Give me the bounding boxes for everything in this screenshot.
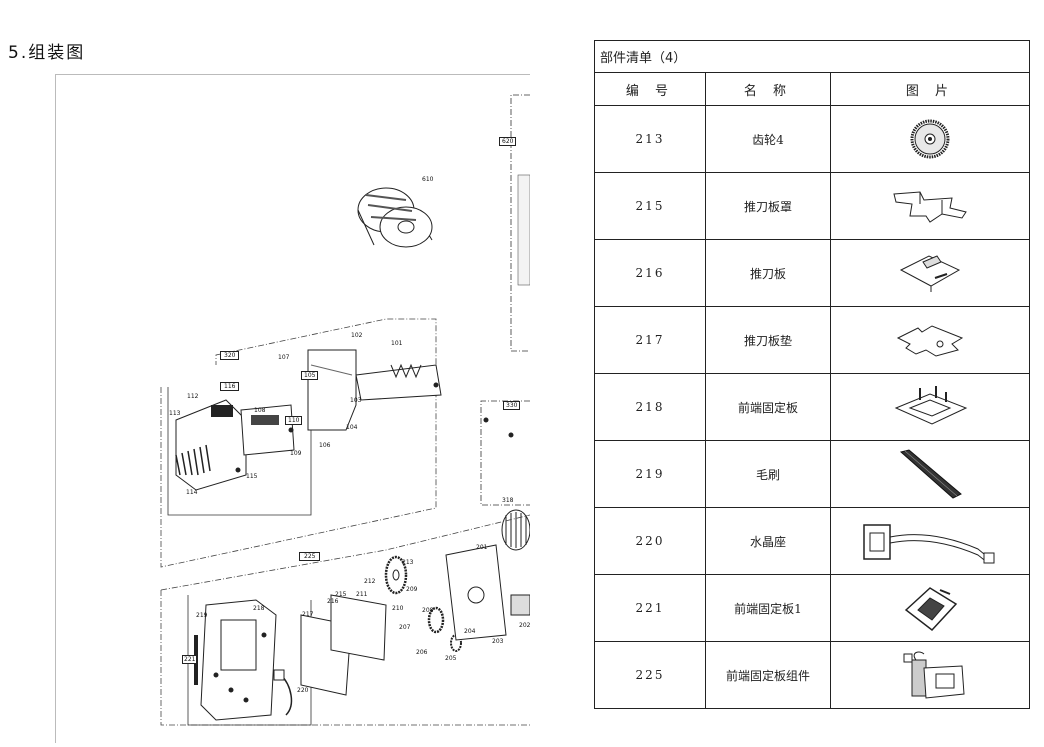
group-label-116: 116 [220, 382, 240, 391]
table-row: 217 推刀板垫 [594, 306, 1030, 374]
header-name: 名 称 [705, 72, 831, 106]
group-label-105: 105 [301, 371, 319, 380]
table-row: 225 前端固定板组件 [594, 641, 1030, 709]
callout: 204 [464, 628, 476, 635]
cutter-plate-pad-icon [896, 325, 964, 357]
table-row: 221 前端固定板1 [594, 574, 1030, 642]
callout: 215 [335, 591, 347, 598]
knob-610 [357, 187, 433, 248]
part-picture-cell [830, 239, 1030, 307]
callout: 217 [302, 611, 314, 618]
assembly-diagram: 620 320 116 105 110 330 225 221 610 102 … [55, 74, 530, 743]
group-label-330: 330 [503, 401, 521, 410]
part-name: 前端固定板组件 [705, 641, 831, 709]
table-row: 220 水晶座 [594, 507, 1030, 575]
table-row: 219 毛刷 [594, 440, 1030, 508]
callout: 108 [254, 407, 266, 414]
group-label-221: 221 [182, 655, 198, 664]
callout: 213 [402, 559, 414, 566]
part-number: 216 [594, 239, 706, 307]
table-row: 216 推刀板 [594, 239, 1030, 307]
callout: 104 [346, 424, 358, 431]
part-picture-cell [830, 440, 1030, 508]
crystal-socket-icon [863, 524, 995, 564]
brush-icon [899, 449, 962, 499]
callout: 208 [422, 607, 434, 614]
part-picture-cell [830, 507, 1030, 575]
part-picture-cell [830, 105, 1030, 173]
callout: 203 [492, 638, 504, 645]
part-name: 推刀板 [705, 239, 831, 307]
callout: 102 [351, 332, 363, 339]
callout: 212 [364, 578, 376, 585]
part-number: 219 [594, 440, 706, 508]
part-picture-cell [830, 373, 1030, 441]
callout: 216 [327, 598, 339, 605]
part-number: 218 [594, 373, 706, 441]
callout: 109 [290, 450, 302, 457]
gear-icon [910, 119, 950, 159]
callout: 113 [169, 410, 181, 417]
callout: 202 [519, 622, 530, 629]
front-fixing-plate-icon [894, 386, 968, 425]
callout: 219 [196, 612, 208, 619]
part-picture-cell [830, 574, 1030, 642]
part-number: 215 [594, 172, 706, 240]
part-name: 齿轮4 [705, 105, 831, 173]
callout: 218 [253, 605, 265, 612]
callout: 207 [399, 624, 411, 631]
part-number: 221 [594, 574, 706, 642]
gear-213 [384, 555, 408, 595]
callout: 210 [392, 605, 404, 612]
parts-list-header: 编 号 名 称 图 片 [594, 72, 1030, 106]
group-label-110: 110 [285, 416, 303, 425]
callout: 220 [297, 687, 309, 694]
callout: 205 [445, 655, 457, 662]
callout: 114 [186, 489, 198, 496]
group-label-620: 620 [499, 137, 517, 146]
header-number: 编 号 [594, 72, 706, 106]
part-picture-cell [830, 641, 1030, 709]
callout: 209 [406, 586, 418, 593]
callout: 211 [356, 591, 368, 598]
callout: 318 [502, 497, 514, 504]
part-name: 水晶座 [705, 507, 831, 575]
part-name: 前端固定板 [705, 373, 831, 441]
part-number: 220 [594, 507, 706, 575]
callout: 206 [416, 649, 428, 656]
callout: 101 [391, 340, 403, 347]
group-label-225: 225 [299, 552, 321, 561]
callout: 106 [319, 442, 331, 449]
callout: 115 [246, 473, 258, 480]
front-plate-assembly-icon [903, 651, 965, 699]
cutter-plate-icon [899, 255, 961, 292]
exploded-view-drawing [160, 94, 530, 726]
roller-318 [501, 509, 530, 551]
section-heading: 5.组装图 [8, 43, 86, 63]
cutter-plate-cover-icon [893, 191, 967, 223]
part-picture-cell [830, 306, 1030, 374]
callout: 201 [476, 544, 488, 551]
header-picture: 图 片 [830, 72, 1030, 106]
table-row: 213 齿轮4 [594, 105, 1030, 173]
part-name: 推刀板垫 [705, 306, 831, 374]
part-number: 213 [594, 105, 706, 173]
part-name: 前端固定板1 [705, 574, 831, 642]
callout: 112 [187, 393, 199, 400]
parts-list-title: 部件清单（4） [594, 40, 1030, 73]
table-row: 218 前端固定板 [594, 373, 1030, 441]
part-number: 225 [594, 641, 706, 709]
parts-list-table: 部件清单（4） 编 号 名 称 图 片 213 齿轮4 215 推刀板罩 [594, 40, 1030, 709]
group-label-320: 320 [220, 351, 240, 360]
table-row: 215 推刀板罩 [594, 172, 1030, 240]
part-number: 217 [594, 306, 706, 374]
front-fixing-plate-1-icon [904, 587, 958, 632]
part-name: 推刀板罩 [705, 172, 831, 240]
part-picture-cell [830, 172, 1030, 240]
part-name: 毛刷 [705, 440, 831, 508]
callout: 107 [278, 354, 290, 361]
callout: 103 [350, 397, 362, 404]
callout: 610 [422, 176, 434, 183]
